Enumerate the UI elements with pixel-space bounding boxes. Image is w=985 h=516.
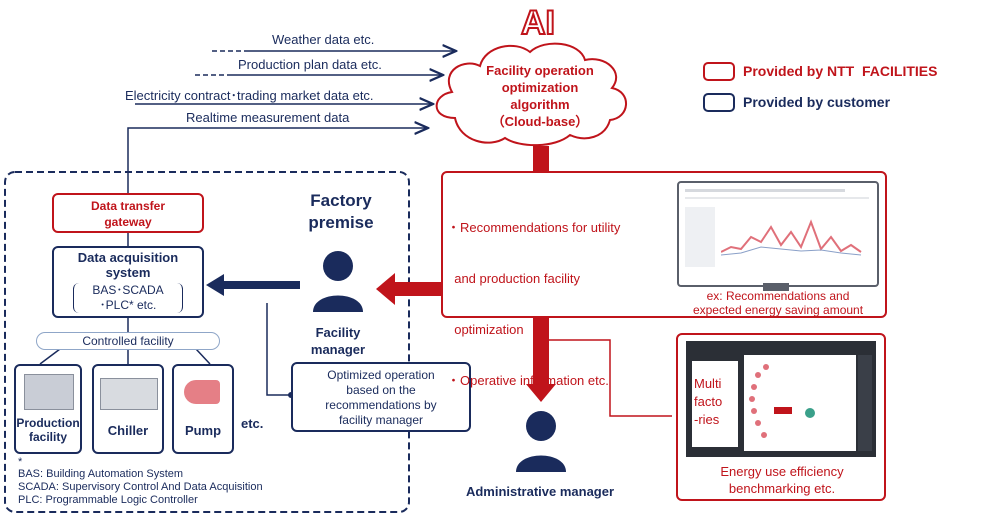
admin-manager-icon: [516, 411, 566, 472]
chiller-card: Chiller: [92, 364, 164, 454]
factory-boundary: [4, 171, 410, 513]
red-down-arrow-head: [526, 384, 556, 402]
recommendations-example: ex: Recommendations and expected energy …: [692, 289, 864, 317]
electricity-input-label: Electricity contract･trading market data…: [125, 88, 374, 103]
pump-label: Pump: [184, 423, 222, 438]
realtime-arrow: [127, 128, 428, 196]
chiller-label: Chiller: [107, 423, 149, 438]
realtime-input-label: Realtime measurement data: [186, 110, 350, 125]
benchmark-panel: Multi facto -ries Energy use efficiency …: [676, 333, 886, 501]
chiller-icon: [100, 378, 158, 410]
controlled-facility-label: Controlled facility: [36, 332, 220, 350]
monitor-screen: [677, 181, 879, 287]
weather-input-label: Weather data etc.: [272, 32, 375, 47]
facility-etc-label: etc.: [241, 416, 264, 431]
recommendations-list: ・Recommendations for utility and product…: [447, 220, 621, 388]
legend-ntt-swatch: [703, 62, 735, 81]
production-facility-label: Production facility: [16, 416, 80, 444]
footnote-asterisk: *: [18, 456, 23, 468]
production-input-label: Production plan data etc.: [238, 57, 382, 72]
legend-ntt-label: Provided by NTT FACILITIES: [743, 63, 938, 79]
facility-manager-label: Facility manager: [310, 325, 366, 357]
production-facility-card: Production facility: [14, 364, 82, 454]
admin-manager-label: Administrative manager: [465, 484, 615, 499]
production-machine-icon: [24, 374, 74, 410]
optimized-operation-box: Optimized operation based on the recomme…: [291, 362, 471, 432]
data-acquisition-system: Data acquisition system BAS･SCADA ･PLC* …: [52, 246, 204, 318]
acq-title-line-2: system: [105, 265, 151, 280]
benchmark-caption: Energy use efficiency benchmarking etc.: [720, 464, 844, 496]
pump-icon: [184, 380, 220, 404]
acq-title-line-1: Data acquisition: [77, 250, 179, 265]
legend-customer-swatch: [703, 93, 735, 112]
factory-title: Factory premise: [308, 191, 374, 232]
multi-factories-label: Multi facto -ries: [694, 376, 723, 427]
recommendations-panel: ・Recommendations for utility and product…: [441, 171, 887, 388]
footnotes: BAS: Building Automation System SCADA: S…: [18, 468, 263, 506]
monitor-stand: [763, 283, 789, 291]
ai-cloud: [435, 42, 627, 147]
network-graph: [749, 364, 815, 438]
data-transfer-gateway: Data transfer gateway: [52, 193, 204, 233]
monitor-chart: [721, 219, 862, 256]
pump-card: Pump: [172, 364, 234, 454]
manager-to-system-arrow: [206, 274, 300, 296]
benchmark-screen: Multi facto -ries: [686, 341, 876, 457]
ai-algorithm-title: Facility operation optimization algorith…: [486, 63, 594, 129]
facility-manager-icon: [313, 251, 363, 312]
ai-logo: AI: [520, 3, 556, 43]
acq-items: BAS･SCADA ･PLC* etc.: [73, 283, 183, 313]
legend-customer-label: Provided by customer: [743, 94, 891, 110]
red-left-arrow-head: [376, 273, 395, 305]
